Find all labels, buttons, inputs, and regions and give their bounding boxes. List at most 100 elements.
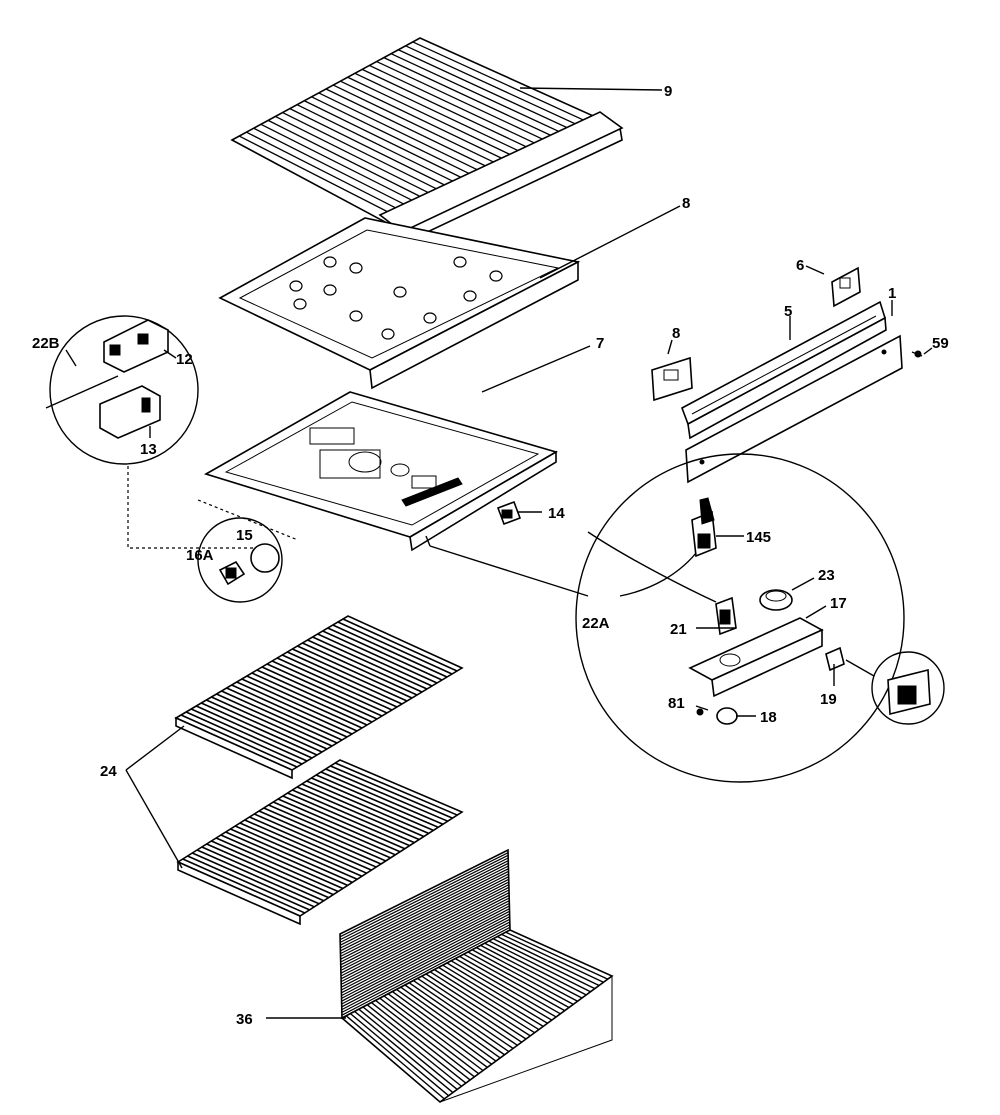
part-8-shelf-frame [218, 217, 581, 390]
grille-line [225, 831, 348, 887]
grille-line [311, 96, 481, 180]
grille-line [391, 991, 493, 1065]
label-18: 18 [760, 709, 777, 726]
grille-line [341, 918, 511, 1008]
grille-line [215, 837, 339, 893]
part-9-top-grille [230, 37, 624, 246]
part-5-rail [681, 300, 887, 440]
grille-line [340, 894, 510, 983]
grille-line [341, 921, 511, 1011]
grille-line [341, 926, 511, 1016]
grille-line [340, 870, 509, 957]
grille-line [315, 774, 439, 829]
grille-line [340, 862, 509, 949]
grille-line [383, 995, 484, 1072]
grille-line [282, 795, 406, 850]
grille-line [354, 72, 529, 156]
grille-line [180, 714, 298, 768]
part-14-clip [496, 500, 522, 526]
detail-circle-switch [871, 651, 945, 725]
grille-line [320, 771, 444, 825]
label-14: 14 [548, 505, 565, 522]
label-23: 23 [818, 567, 835, 584]
grille-line [261, 666, 378, 720]
grille-line [484, 942, 587, 996]
grille-line [421, 975, 523, 1043]
grille-line [246, 675, 363, 729]
grille-line [246, 131, 409, 215]
grille-line [340, 897, 510, 985]
grille-line [282, 111, 449, 196]
grille-line [244, 819, 368, 874]
grille-line [292, 789, 415, 844]
grille-line [413, 980, 514, 1050]
grille-line [340, 868, 509, 955]
grille-line [340, 80, 513, 164]
grille-line [434, 969, 535, 1034]
grille-line [340, 878, 510, 966]
grille-line [341, 905, 510, 994]
grille-line [405, 45, 585, 129]
grille-line [317, 633, 433, 687]
grille-line [339, 860, 509, 946]
part-1-rail [685, 334, 903, 484]
grille-line [340, 892, 510, 980]
grille-line [292, 648, 408, 702]
grille-line [340, 900, 510, 988]
grille-line [480, 944, 583, 999]
grille-line [249, 816, 372, 871]
grille-line [341, 913, 510, 1002]
grille-line [296, 104, 465, 188]
grille-line [376, 60, 553, 145]
grille-line [268, 804, 391, 859]
grille-line [220, 834, 344, 890]
grille-line [347, 76, 521, 160]
grille-line [390, 53, 569, 137]
grille-line [341, 910, 510, 999]
grille-line [276, 657, 393, 711]
part-24-wire-shelf-lower [176, 759, 464, 926]
grille-line [206, 843, 329, 899]
label-145: 145 [746, 529, 771, 546]
grille-line [455, 957, 557, 1018]
grille-line [488, 940, 591, 993]
grille-line [396, 988, 497, 1062]
boss [489, 270, 503, 282]
grille-line [339, 857, 509, 943]
grille-line [505, 931, 608, 980]
grille-line [230, 828, 353, 884]
label-12: 12 [176, 351, 193, 368]
grille-line [345, 1015, 445, 1100]
grille-line [325, 768, 449, 822]
label-17: 17 [830, 595, 847, 612]
label-8-upper: 8 [682, 195, 690, 212]
grille-line [339, 852, 509, 938]
grille-line [302, 642, 418, 696]
grille-line [325, 88, 497, 172]
grille-line [497, 935, 600, 987]
boss [453, 256, 467, 268]
grille-line [187, 855, 310, 911]
grille-line [446, 962, 548, 1024]
part-6-bracket-upper [831, 266, 861, 308]
grille-line [366, 1004, 467, 1084]
grille-line [275, 115, 441, 200]
grille-line [341, 924, 511, 1013]
part-8-bracket-small [651, 356, 693, 402]
grille-line [471, 949, 574, 1005]
grille-line [383, 57, 561, 141]
grille-line [379, 997, 480, 1075]
grille-line [289, 108, 457, 192]
label-15: 15 [236, 527, 253, 544]
grille-line [334, 762, 458, 816]
grille-line [185, 711, 303, 765]
grille-line [330, 765, 453, 819]
grille-line [322, 630, 438, 684]
grille-line [287, 792, 410, 847]
grille-line [251, 672, 368, 726]
grille-line [332, 84, 505, 168]
grille-line [340, 886, 510, 974]
grille-line [297, 645, 413, 699]
grille-line [341, 916, 510, 1005]
